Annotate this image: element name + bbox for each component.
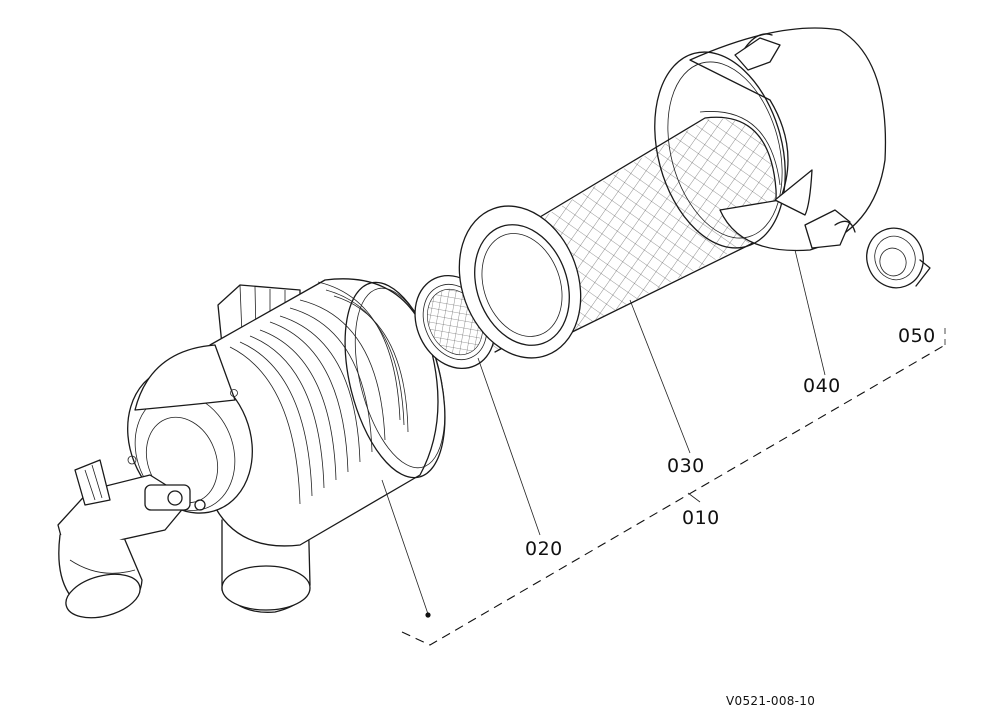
callout-040: 040 xyxy=(803,375,841,397)
air-cleaner-housing xyxy=(57,278,446,619)
drawing-code: V0521-008-10 xyxy=(726,694,816,708)
callout-020: 020 xyxy=(525,538,563,560)
outer-primary-element xyxy=(458,111,781,359)
callout-050: 050 xyxy=(898,325,936,347)
leader-lines xyxy=(381,249,946,646)
housing-cover xyxy=(654,27,887,252)
callout-030: 030 xyxy=(667,455,705,477)
vacuator-valve xyxy=(866,227,931,289)
callout-010: 010 xyxy=(682,507,720,529)
